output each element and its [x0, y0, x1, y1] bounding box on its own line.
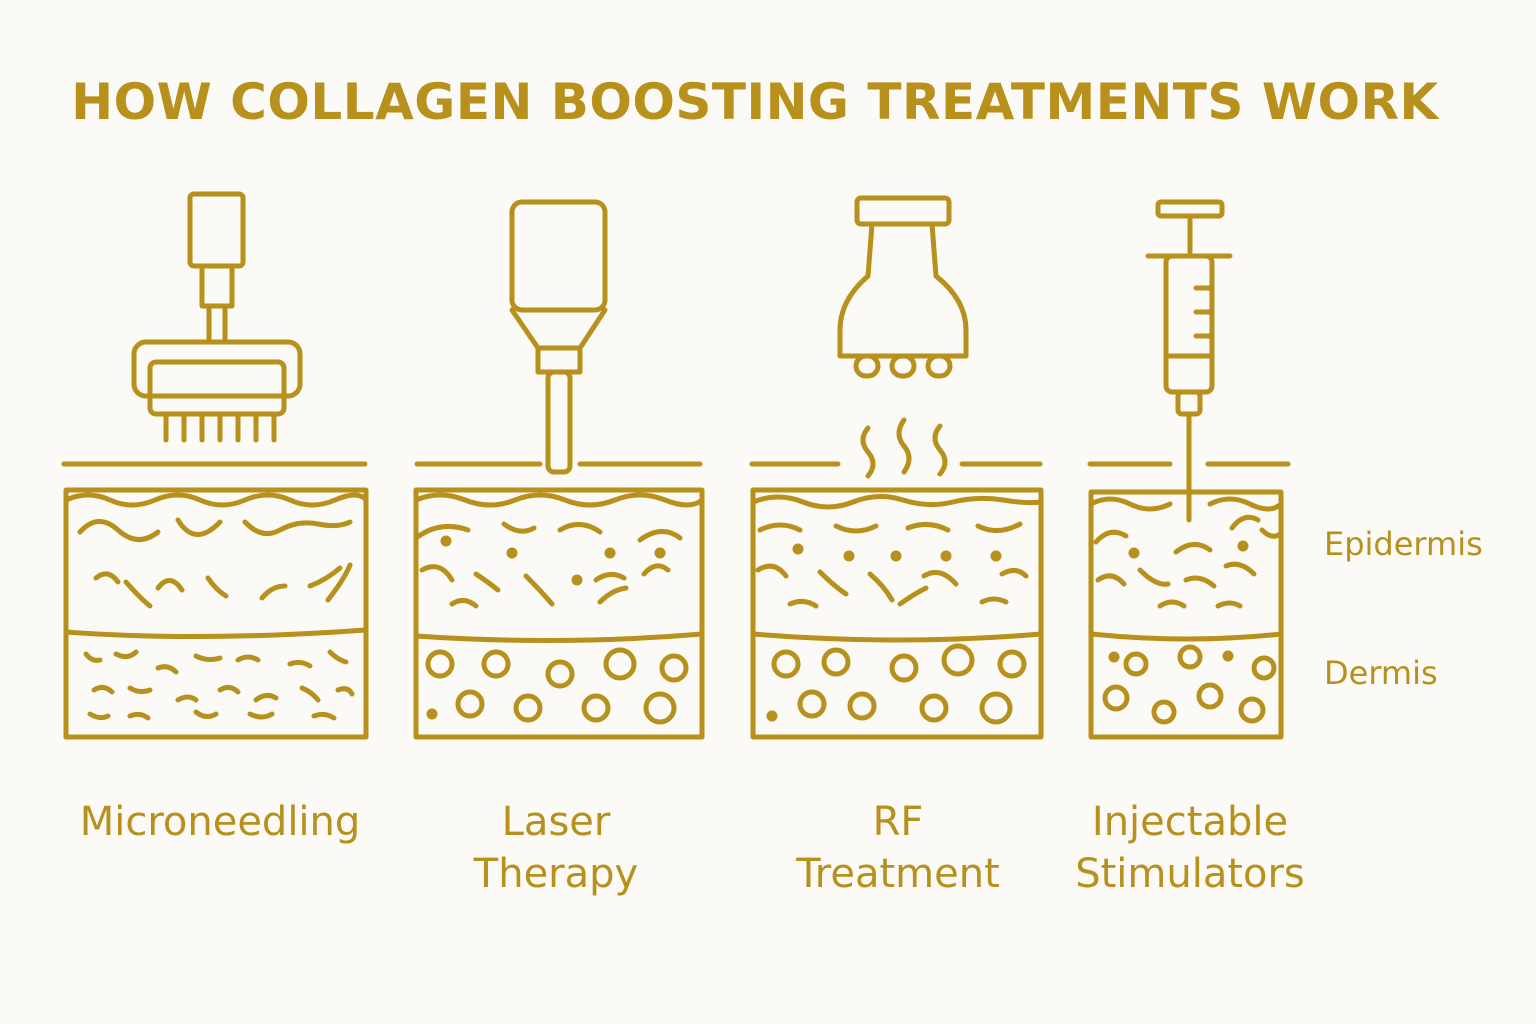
- laser-handpiece-icon: [512, 202, 605, 472]
- page-title: HOW COLLAGEN BOOSTING TREATMENTS WORK: [71, 73, 1440, 131]
- caption-microneedling: Microneedling: [80, 799, 361, 845]
- dermis-label: Dermis: [1324, 654, 1438, 692]
- treatment-panel-injectable: [1090, 202, 1288, 737]
- syringe-icon: [1148, 202, 1230, 520]
- caption-injectable-line2: Stimulators: [1075, 851, 1305, 897]
- microneedling-roller-icon: [134, 194, 300, 440]
- treatment-panel-microneedling: [64, 194, 366, 737]
- caption-rf-line1: RF: [873, 799, 924, 845]
- skin-cross-section: [66, 490, 366, 737]
- caption-laser-line2: Therapy: [473, 851, 638, 897]
- treatment-panel-laser: [416, 202, 702, 737]
- rf-device-icon: [840, 198, 966, 376]
- rf-energy-waves-icon: [863, 420, 945, 476]
- skin-cross-section: [416, 490, 702, 737]
- skin-cross-section: [753, 490, 1041, 737]
- caption-laser-line1: Laser: [502, 799, 611, 845]
- skin-cross-section: [1091, 492, 1281, 737]
- caption-injectable-line1: Injectable: [1092, 799, 1288, 845]
- epidermis-label: Epidermis: [1324, 525, 1483, 563]
- treatment-panel-rf: [752, 198, 1041, 737]
- caption-rf-line2: Treatment: [795, 851, 1000, 897]
